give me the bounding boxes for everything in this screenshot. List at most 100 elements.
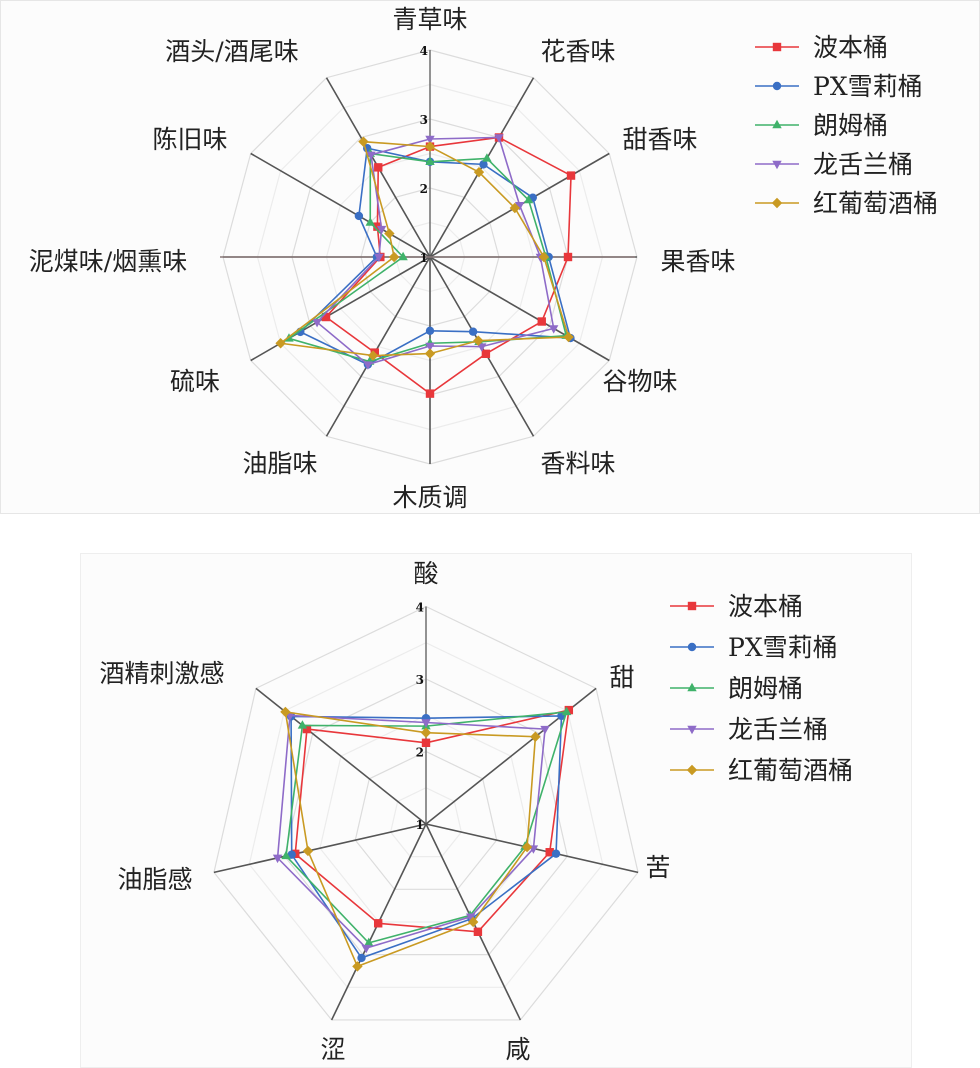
series-line [290, 715, 563, 959]
legend-item: 龙舌兰桶 [670, 715, 828, 744]
marker-triangle-down [376, 225, 387, 235]
axis-line [213, 823, 427, 874]
marker-square [687, 601, 697, 611]
marker-triangle-down [494, 134, 504, 143]
marker-triangle-down [425, 342, 435, 352]
marker-triangle-down [272, 854, 283, 864]
legend-label: 波本桶 [813, 33, 888, 62]
series-5 [280, 706, 541, 972]
marker-diamond [509, 202, 521, 214]
marker-triangle-up [687, 682, 697, 692]
marker-circle [479, 160, 488, 169]
marker-diamond [367, 350, 379, 361]
marker-square [373, 919, 383, 928]
marker-square [481, 349, 491, 359]
axis-label: 苦 [645, 853, 670, 882]
axis-label: 陈旧味 [152, 125, 227, 154]
marker-circle [425, 326, 435, 336]
legend-label: 朗姆桶 [813, 111, 888, 140]
marker-circle [357, 953, 366, 963]
marker-diamond [280, 706, 291, 718]
legend-item: 红葡萄酒桶 [755, 189, 938, 218]
legend-label: 波本桶 [728, 592, 803, 621]
marker-square [374, 163, 383, 172]
marker-triangle-up [281, 850, 291, 860]
marker-diamond [388, 251, 400, 263]
legend-label: 龙舌兰桶 [813, 150, 913, 179]
marker-square [473, 927, 483, 936]
marker-triangle-down [687, 725, 697, 735]
axis-line [250, 152, 431, 258]
grid-ring [390, 787, 462, 858]
axis-label: 泥煤味/烟熏味 [29, 247, 187, 276]
series-line [284, 710, 537, 968]
marker-diamond [563, 331, 574, 343]
legend-item: PX雪莉桶 [670, 633, 838, 662]
tick-label: 2 [416, 746, 424, 760]
marker-triangle-down [374, 253, 384, 263]
axis-label: 甜 [609, 663, 634, 692]
marker-square [421, 738, 431, 747]
marker-square [772, 42, 782, 52]
legend-label: PX雪莉桶 [728, 633, 838, 662]
marker-diamond [538, 251, 550, 263]
legend-item: 波本桶 [670, 592, 803, 621]
legend-label: PX雪莉桶 [813, 72, 923, 101]
tick-label: 4 [420, 44, 428, 58]
grid-ring [213, 605, 639, 1021]
axis-label: 酒头/酒尾味 [165, 37, 298, 66]
series-4 [312, 134, 559, 370]
marker-diamond [302, 845, 314, 857]
axis-label: 花香味 [540, 37, 615, 66]
marker-square [563, 252, 573, 262]
tick-label: 1 [416, 818, 424, 832]
axis-label: 硫味 [170, 367, 220, 396]
marker-triangle-down [425, 135, 435, 145]
axis-line [255, 687, 427, 825]
axis-label: 果香味 [660, 247, 735, 276]
axis-label: 香料味 [540, 449, 615, 478]
marker-triangle-up [561, 706, 572, 716]
marker-square [564, 705, 574, 715]
marker-triangle-up [364, 937, 374, 947]
axis-line [429, 256, 610, 362]
series-line [276, 714, 546, 950]
axis-label: 油脂感 [117, 865, 192, 894]
axis-label: 谷物味 [602, 367, 677, 396]
marker-square [302, 724, 312, 734]
legend-label: 红葡萄酒桶 [813, 189, 938, 218]
marker-triangle-down [421, 719, 431, 728]
marker-triangle-down [772, 160, 782, 170]
axis-label: 甜香味 [622, 125, 697, 154]
marker-triangle-up [772, 119, 782, 129]
legend-item: PX雪莉桶 [755, 72, 923, 101]
series-4 [272, 712, 550, 954]
marker-circle [772, 81, 782, 91]
marker-triangle-down [366, 151, 376, 161]
marker-diamond [420, 727, 432, 738]
marker-triangle-down [465, 913, 476, 922]
axis-label: 青草味 [392, 5, 467, 34]
marker-triangle-down [312, 319, 322, 328]
radar-panel-taste [80, 553, 912, 1068]
tick-label: 4 [416, 601, 424, 615]
tick-label: 3 [416, 673, 424, 687]
marker-diamond [771, 197, 783, 209]
grid-ring [354, 750, 498, 890]
marker-diamond [424, 348, 436, 359]
marker-triangle-down [363, 361, 373, 370]
legend-label: 朗姆桶 [728, 674, 803, 703]
marker-diamond [424, 141, 436, 152]
axis-line [325, 256, 431, 437]
marker-triangle-down [477, 343, 487, 352]
grid-ring [283, 678, 569, 956]
axis-label: 酒精刺激感 [99, 659, 224, 688]
marker-triangle-up [482, 153, 492, 162]
marker-circle [354, 211, 364, 221]
marker-square [425, 389, 435, 398]
marker-diamond [686, 764, 698, 776]
marker-triangle-down [514, 202, 525, 211]
